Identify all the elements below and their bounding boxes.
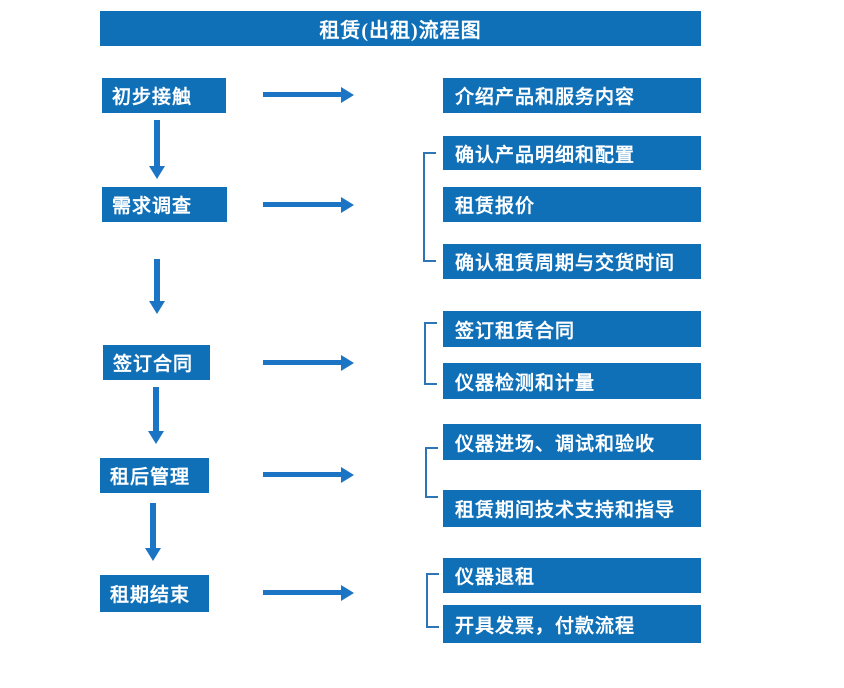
child-box-invoicing-payment: 开具发票，付款流程 [443, 605, 701, 643]
child-box-introduce-products-services: 介绍产品和服务内容 [443, 78, 701, 113]
step-box-demand-survey: 需求调查 [102, 187, 227, 222]
step-box-post-rental-management: 租后管理 [100, 458, 209, 493]
bracket-connector [425, 447, 438, 498]
bracket-connector [426, 573, 439, 628]
arrow-down-icon [149, 120, 165, 179]
bracket-connector [424, 322, 437, 385]
arrow-right-icon [263, 354, 354, 371]
child-box-confirm-rental-period-delivery: 确认租赁周期与交货时间 [443, 244, 701, 279]
arrow-right-icon [263, 466, 354, 483]
child-box-rental-technical-support: 租赁期间技术支持和指导 [443, 490, 701, 527]
child-box-instrument-entry-acceptance: 仪器进场、调试和验收 [443, 424, 701, 460]
arrow-right-icon [263, 196, 354, 213]
bracket-connector [423, 152, 436, 262]
arrow-down-icon [149, 259, 165, 314]
flowchart-title: 租赁(出租)流程图 [100, 11, 701, 46]
step-box-rental-end: 租期结束 [100, 575, 209, 612]
step-box-initial-contact: 初步接触 [102, 78, 226, 113]
arrow-right-icon [263, 584, 354, 601]
child-box-confirm-product-details: 确认产品明细和配置 [443, 136, 701, 170]
child-box-rental-quotation: 租赁报价 [443, 187, 701, 222]
arrow-down-icon [148, 387, 164, 444]
child-box-instrument-inspection-calibration: 仪器检测和计量 [443, 363, 701, 399]
child-box-instrument-return: 仪器退租 [443, 558, 701, 593]
arrow-down-icon [145, 503, 161, 561]
step-box-sign-contract: 签订合同 [103, 345, 210, 380]
child-box-sign-rental-contract: 签订租赁合同 [443, 311, 701, 347]
arrow-right-icon [263, 86, 354, 103]
